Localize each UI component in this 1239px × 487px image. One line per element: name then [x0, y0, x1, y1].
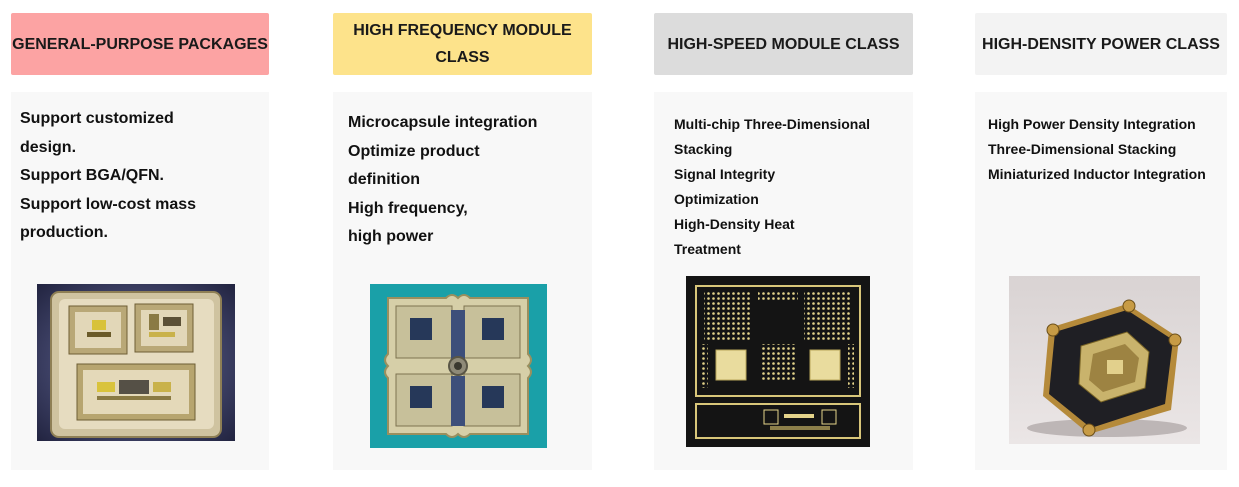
column-body: Support customized design. Support BGA/Q… [11, 92, 269, 470]
feature-list: Multi-chip Three-Dimensional Stacking Si… [674, 112, 870, 262]
column-header: HIGH-DENSITY POWER CLASS [975, 13, 1227, 75]
feature-line: Miniaturized Inductor Integration [988, 166, 1206, 182]
column-title: HIGH-DENSITY POWER CLASS [982, 35, 1220, 53]
column-title: HIGH FREQUENCY MODULE CLASS [353, 22, 572, 66]
feature-line: Multi-chip Three-Dimensional [674, 116, 871, 132]
column-general-purpose: GENERAL-PURPOSE PACKAGES Support customi… [11, 0, 269, 487]
feature-line: High-Density Heat [674, 216, 795, 232]
feature-list: Microcapsule integration Optimize produc… [348, 109, 537, 252]
column-title: GENERAL-PURPOSE PACKAGES [12, 35, 268, 53]
feature-line: Support BGA/QFN. [20, 167, 164, 184]
column-title: HIGH-SPEED MODULE CLASS [667, 35, 900, 53]
feature-line: design. [20, 138, 77, 156]
column-body: High Power Density Integration Three-Dim… [975, 92, 1227, 470]
feature-line: High frequency, [348, 199, 468, 217]
feature-line: definition [348, 171, 420, 188]
feature-line: High Power Density Integration [988, 116, 1196, 132]
column-high-frequency: HIGH FREQUENCY MODULE CLASS Microcapsule… [333, 0, 592, 487]
feature-list: Support customized design. Support BGA/Q… [20, 105, 196, 248]
column-high-speed: HIGH-SPEED MODULE CLASS Multi-chip Three… [654, 0, 913, 487]
column-high-density-power: HIGH-DENSITY POWER CLASS High Power Dens… [975, 0, 1227, 487]
feature-line: Stacking [674, 141, 733, 157]
feature-line: Support customized [20, 110, 174, 127]
feature-list: High Power Density Integration Three-Dim… [988, 112, 1206, 187]
feature-line: Treatment [674, 241, 741, 257]
column-body: Multi-chip Three-Dimensional Stacking Si… [654, 92, 913, 470]
column-header: HIGH-SPEED MODULE CLASS [654, 13, 913, 75]
feature-line: high power [348, 228, 434, 245]
cavity-package-photo [37, 284, 235, 441]
feature-line: Support low-cost mass [20, 195, 197, 213]
feature-line: Microcapsule integration [348, 114, 538, 131]
feature-line: Optimization [674, 191, 759, 207]
column-body: Microcapsule integration Optimize produc… [333, 92, 592, 470]
feature-line: Three-Dimensional Stacking [988, 141, 1177, 157]
power-module-photo [1009, 276, 1200, 444]
column-header: HIGH FREQUENCY MODULE CLASS [333, 13, 592, 75]
column-header: GENERAL-PURPOSE PACKAGES [11, 13, 269, 75]
substrate-panel-photo [686, 276, 870, 447]
feature-line: Signal Integrity [674, 166, 776, 182]
feature-line: Optimize product [348, 142, 480, 160]
rf-module-photo [370, 284, 547, 448]
feature-line: production. [20, 224, 108, 241]
